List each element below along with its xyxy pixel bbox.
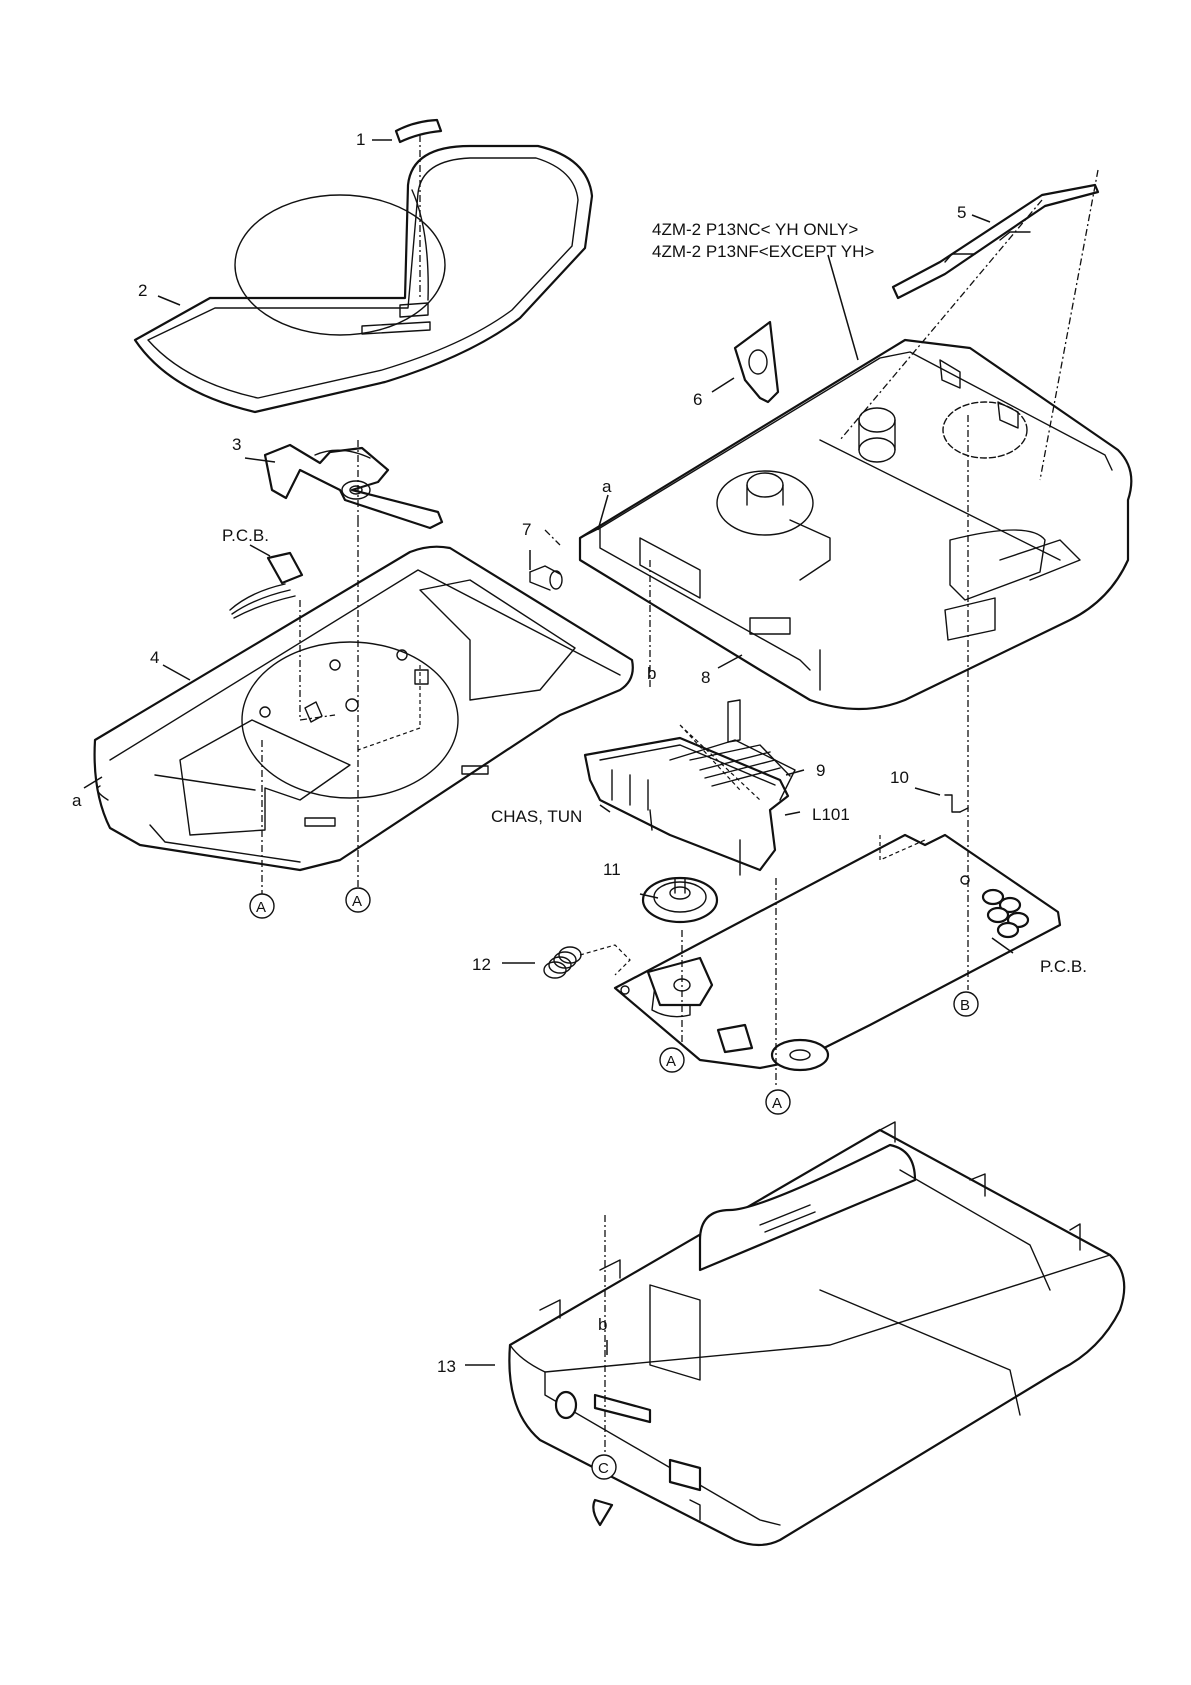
part-5-slide-bar <box>893 185 1098 298</box>
label-part-3: 3 <box>232 435 241 454</box>
label-part-7: 7 <box>522 520 531 539</box>
label-part-10: 10 <box>890 768 909 787</box>
label-part-9: 9 <box>816 761 825 780</box>
label-part-5: 5 <box>957 203 966 222</box>
main-pcb <box>615 835 1060 1070</box>
svg-text:A: A <box>666 1053 676 1070</box>
label-b-bottom: b <box>598 1315 607 1334</box>
ref-marker-a-3: A <box>660 1048 684 1072</box>
label-a-top: a <box>602 477 612 496</box>
model-label-line-1: 4ZM-2 P13NC< YH ONLY> <box>652 220 858 239</box>
label-part-2: 2 <box>138 281 147 300</box>
label-part-13: 13 <box>437 1357 456 1376</box>
part-11-gear <box>643 878 717 922</box>
ref-marker-c: C <box>592 1455 616 1479</box>
ref-marker-a-4: A <box>766 1090 790 1114</box>
label-part-1: 1 <box>356 130 365 149</box>
part-2-top-panel <box>135 146 592 412</box>
part-6-bracket <box>735 322 778 402</box>
part-12-spring <box>544 945 630 978</box>
part-8-mechanism-chassis <box>580 340 1131 709</box>
label-chas-tun: CHAS, TUN <box>491 807 582 826</box>
part-1-tab <box>396 120 441 142</box>
svg-text:B: B <box>960 997 970 1014</box>
label-part-12: 12 <box>472 955 491 974</box>
ref-marker-b: B <box>954 992 978 1016</box>
label-part-8: 8 <box>701 668 710 687</box>
label-part-11: 11 <box>603 860 621 879</box>
part-9-tuner-chassis <box>585 700 795 875</box>
model-label-line-2: 4ZM-2 P13NF<EXCEPT YH> <box>652 242 874 261</box>
label-pcb-upper: P.C.B. <box>222 526 269 545</box>
label-pcb-lower: P.C.B. <box>1040 957 1087 976</box>
part-3-lever <box>265 445 442 528</box>
ref-marker-a-2: A <box>346 888 370 912</box>
svg-text:C: C <box>598 1460 609 1477</box>
svg-text:A: A <box>256 899 266 916</box>
label-a-left: a <box>72 791 82 810</box>
label-b-mid: b <box>647 664 656 683</box>
part-7-pin <box>530 566 562 590</box>
part-10-clip <box>945 795 968 812</box>
ref-marker-a-1: A <box>250 894 274 918</box>
svg-text:A: A <box>772 1095 782 1112</box>
label-l101: L101 <box>812 805 850 824</box>
label-part-4: 4 <box>150 648 159 667</box>
svg-text:A: A <box>352 893 362 910</box>
upper-pcb-flex <box>230 553 302 618</box>
label-part-6: 6 <box>693 390 702 409</box>
